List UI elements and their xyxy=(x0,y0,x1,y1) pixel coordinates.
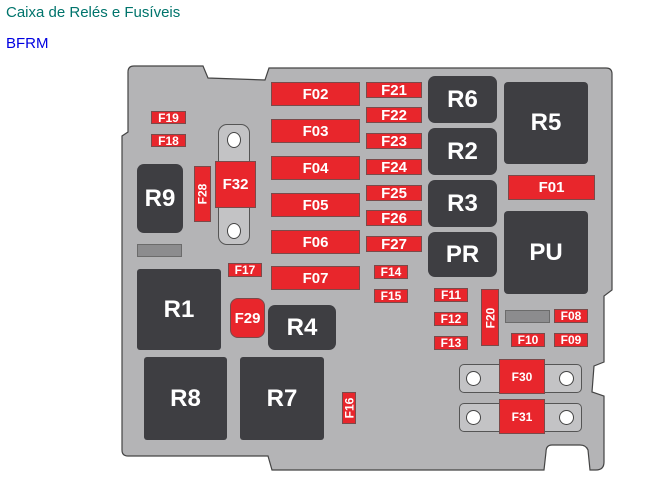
relay-r6[interactable]: R6 xyxy=(428,76,497,123)
fuse-f02[interactable]: F02 xyxy=(271,82,360,106)
fuse-f20[interactable]: F20 xyxy=(481,289,499,346)
fuse-f11[interactable]: F11 xyxy=(434,288,468,302)
fuse-f25[interactable]: F25 xyxy=(366,185,422,202)
fuse-f16[interactable]: F16 xyxy=(342,392,356,424)
mounting-hole xyxy=(559,410,574,425)
fuse-f24[interactable]: F24 xyxy=(366,159,422,176)
relay-r2[interactable]: R2 xyxy=(428,128,497,175)
fuse-f20-label: F20 xyxy=(483,307,497,328)
mounting-hole xyxy=(559,371,574,386)
fuse-f27[interactable]: F27 xyxy=(366,236,422,253)
relay-r4[interactable]: R4 xyxy=(268,305,336,350)
fuse-f14[interactable]: F14 xyxy=(374,265,408,279)
relay-pu[interactable]: PU xyxy=(504,211,588,294)
fuse-f01[interactable]: F01 xyxy=(508,175,595,200)
fuse-f29[interactable]: F29 xyxy=(230,298,265,338)
fuse-f18[interactable]: F18 xyxy=(151,134,186,148)
fuse-f05[interactable]: F05 xyxy=(271,193,360,217)
fuse-f06[interactable]: F06 xyxy=(271,230,360,254)
fuse-f17[interactable]: F17 xyxy=(228,263,262,277)
fuse-f31[interactable]: F31 xyxy=(499,399,545,434)
fuse-f32[interactable]: F32 xyxy=(215,161,256,208)
fuse-f03[interactable]: F03 xyxy=(271,119,360,143)
fuse-f04[interactable]: F04 xyxy=(271,156,360,180)
fuse-f21[interactable]: F21 xyxy=(366,82,422,99)
fuse-f10[interactable]: F10 xyxy=(511,333,545,347)
fuse-f13[interactable]: F13 xyxy=(434,336,468,350)
fuse-f15[interactable]: F15 xyxy=(374,289,408,303)
connector-slot xyxy=(137,244,182,257)
fuse-f16-label: F16 xyxy=(342,397,356,419)
fuse-f23[interactable]: F23 xyxy=(366,133,422,150)
fuse-f28[interactable]: F28 xyxy=(194,166,211,222)
fuse-f08[interactable]: F08 xyxy=(554,309,588,323)
fuse-f07[interactable]: F07 xyxy=(271,266,360,290)
fuse-f26[interactable]: F26 xyxy=(366,210,422,227)
relay-pr[interactable]: PR xyxy=(428,232,497,277)
mounting-hole xyxy=(466,410,481,425)
relay-r8[interactable]: R8 xyxy=(144,357,227,440)
relay-r1[interactable]: R1 xyxy=(137,269,221,350)
mounting-hole xyxy=(466,371,481,386)
connector-slot xyxy=(505,310,550,323)
relay-r7[interactable]: R7 xyxy=(240,357,324,440)
page-title: Caixa de Relés e Fusíveis xyxy=(6,4,181,21)
relay-r5[interactable]: R5 xyxy=(504,82,588,164)
box-code: BFRM xyxy=(6,35,49,52)
relay-r9[interactable]: R9 xyxy=(137,164,183,233)
fuse-f28-label: F28 xyxy=(195,183,210,205)
fuse-f12[interactable]: F12 xyxy=(434,312,468,326)
fuse-f19[interactable]: F19 xyxy=(151,111,186,125)
fuse-f30[interactable]: F30 xyxy=(499,359,545,394)
mounting-hole xyxy=(227,132,241,148)
mounting-hole xyxy=(227,223,241,239)
fuse-f09[interactable]: F09 xyxy=(554,333,588,347)
relay-r3[interactable]: R3 xyxy=(428,180,497,227)
fuse-f22[interactable]: F22 xyxy=(366,107,422,124)
